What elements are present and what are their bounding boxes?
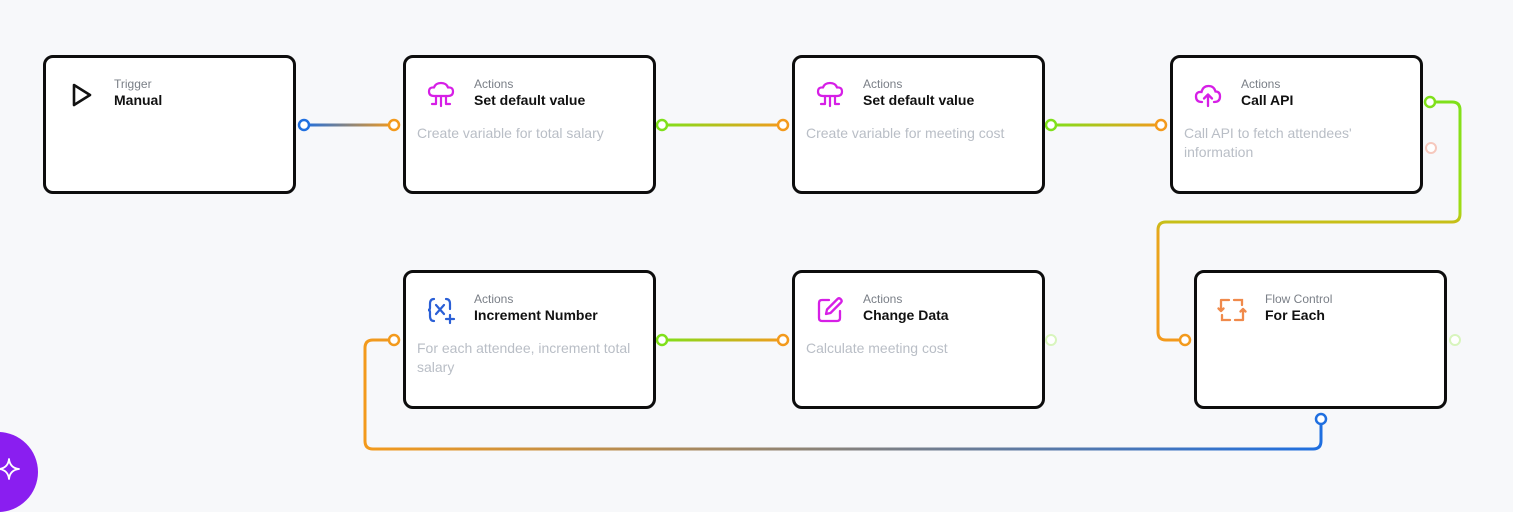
- cloud-variable-icon: [815, 80, 845, 110]
- port-set-cost-in: [776, 118, 790, 132]
- cloud-variable-icon: [426, 80, 456, 110]
- edge-for-each-to-increment: [363, 338, 1323, 451]
- node-set-default-value-salary[interactable]: Actions Set default value Create variabl…: [403, 55, 656, 194]
- node-category: Actions: [1241, 77, 1281, 91]
- node-for-each[interactable]: Flow Control For Each: [1194, 270, 1447, 409]
- sparkle-icon: [0, 458, 20, 480]
- node-category: Actions: [474, 77, 514, 91]
- node-category: Actions: [863, 77, 903, 91]
- node-title: Change Data: [863, 307, 949, 323]
- port-call-api-error: [1425, 142, 1437, 154]
- port-for-each-in: [1178, 333, 1192, 347]
- node-call-api[interactable]: Actions Call API Call API to fetch atten…: [1170, 55, 1423, 194]
- port-set-salary-in: [387, 118, 401, 132]
- edit-icon: [815, 295, 845, 325]
- port-change-data-in: [776, 333, 790, 347]
- port-set-cost-out: [1044, 118, 1058, 132]
- port-increment-out: [655, 333, 669, 347]
- port-change-data-out: [1045, 334, 1057, 346]
- node-increment-number[interactable]: Actions Increment Number For each attend…: [403, 270, 656, 409]
- port-increment-in: [387, 333, 401, 347]
- node-description: Calculate meeting cost: [806, 340, 948, 356]
- port-call-api-out: [1423, 95, 1437, 109]
- node-title: Increment Number: [474, 307, 598, 323]
- node-description: Call API to fetch attendees' information: [1184, 125, 1352, 160]
- cloud-upload-icon: [1193, 80, 1223, 110]
- node-set-default-value-cost[interactable]: Actions Set default value Create variabl…: [792, 55, 1045, 194]
- port-set-salary-out: [655, 118, 669, 132]
- node-category: Flow Control: [1265, 292, 1333, 306]
- play-icon: [66, 80, 96, 110]
- port-trigger-out: [297, 118, 311, 132]
- node-description: Create variable for meeting cost: [806, 125, 1005, 141]
- node-category: Actions: [863, 292, 903, 306]
- node-description: Create variable for total salary: [417, 125, 604, 141]
- node-category: Trigger: [114, 77, 152, 91]
- edge-call-api-to-for-each: [1156, 100, 1462, 342]
- port-for-each-loop: [1314, 412, 1328, 426]
- node-trigger-manual[interactable]: Trigger Manual: [43, 55, 296, 194]
- node-description: For each attendee, increment total salar…: [417, 340, 631, 375]
- loop-icon: [1217, 295, 1247, 325]
- node-category: Actions: [474, 292, 514, 306]
- flow-connections: [297, 95, 1462, 451]
- port-for-each-out: [1449, 334, 1461, 346]
- node-title: Set default value: [474, 92, 586, 108]
- node-title: Manual: [114, 92, 163, 108]
- node-title: Call API: [1241, 92, 1294, 108]
- node-change-data[interactable]: Actions Change Data Calculate meeting co…: [792, 270, 1045, 409]
- port-call-api-in: [1154, 118, 1168, 132]
- variable-plus-icon: [426, 295, 456, 325]
- node-title: For Each: [1265, 307, 1325, 323]
- node-title: Set default value: [863, 92, 975, 108]
